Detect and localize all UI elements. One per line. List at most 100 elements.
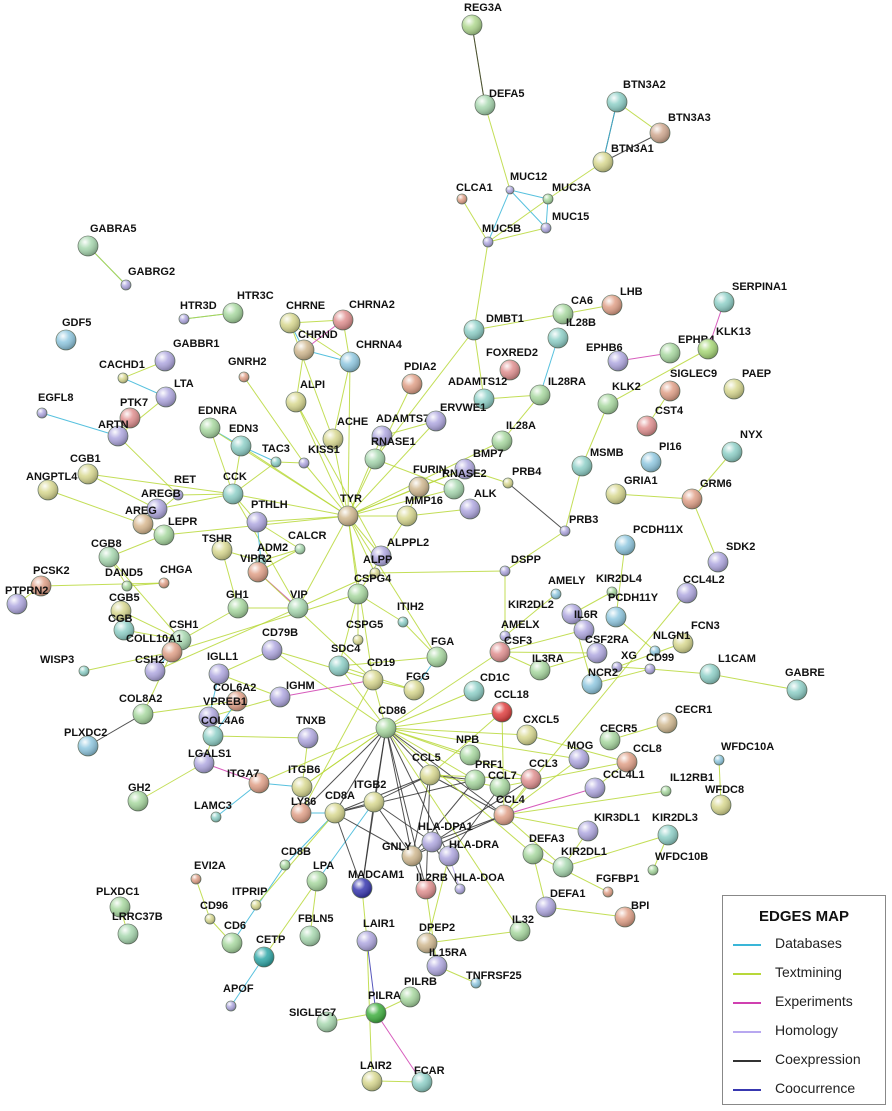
node-lamc3[interactable]: LAMC3 xyxy=(194,800,232,823)
node-calcr[interactable]: CALCR xyxy=(288,530,327,555)
node-ccl5[interactable]: CCL5 xyxy=(412,752,441,786)
node-igll1[interactable]: IGLL1 xyxy=(207,651,238,685)
node-muc3a[interactable]: MUC3A xyxy=(542,182,591,205)
node-hla-doa[interactable]: HLA-DOA xyxy=(454,872,505,895)
node-ccl4l2[interactable]: CCL4L2 xyxy=(676,574,725,604)
node-pcdh11y[interactable]: PCDH11Y xyxy=(605,592,659,628)
node-bmp7[interactable]: BMP7 xyxy=(454,448,504,480)
node-wisp3[interactable]: WISP3 xyxy=(40,654,90,677)
node-ccl18[interactable]: CCL18 xyxy=(491,689,529,723)
node-prb4[interactable]: PRB4 xyxy=(502,466,542,489)
node-xg[interactable]: XG xyxy=(611,650,637,673)
node-csf2ra[interactable]: CSF2RA xyxy=(585,634,629,664)
node-klk2[interactable]: KLK2 xyxy=(597,381,641,415)
node-dand5[interactable]: DAND5 xyxy=(105,567,143,592)
node-itga7[interactable]: ITGA7 xyxy=(227,768,270,794)
node-rnase2[interactable]: RNASE2 xyxy=(442,468,487,500)
node-nlgn1[interactable]: NLGN1 xyxy=(649,630,690,657)
node-msmb[interactable]: MSMB xyxy=(571,447,624,477)
node-prb3[interactable]: PRB3 xyxy=(559,514,598,537)
node-aregb[interactable]: AREGB xyxy=(141,488,181,520)
node-prf1[interactable]: PRF1 xyxy=(464,759,503,791)
node-cecr1[interactable]: CECR1 xyxy=(656,704,712,734)
node-cgb[interactable]: CGB xyxy=(108,613,135,641)
node-gnly[interactable]: GNLY xyxy=(382,841,423,867)
node-plxdc2[interactable]: PLXDC2 xyxy=(64,727,107,757)
node-muc12[interactable]: MUC12 xyxy=(505,171,547,195)
node-cd79b[interactable]: CD79B xyxy=(261,627,298,661)
node-defa5[interactable]: DEFA5 xyxy=(474,88,524,116)
node-gnrh2[interactable]: GNRH2 xyxy=(228,356,267,383)
node-alppl2[interactable]: ALPPL2 xyxy=(370,537,429,567)
node-kir2dl1[interactable]: KIR2DL1 xyxy=(552,846,607,878)
node-cd1c[interactable]: CD1C xyxy=(463,672,510,702)
node-mmp16[interactable]: MMP16 xyxy=(396,495,443,527)
node-grm6[interactable]: GRM6 xyxy=(681,478,732,510)
node-tnxb[interactable]: TNXB xyxy=(296,715,326,749)
node-gh1[interactable]: GH1 xyxy=(226,589,249,619)
node-pi16[interactable]: PI16 xyxy=(640,441,682,473)
node-rnase1[interactable]: RNASE1 xyxy=(364,436,416,470)
node-cd8a[interactable]: CD8A xyxy=(324,790,355,824)
node-ervwe1[interactable]: ERVWE1 xyxy=(425,402,486,432)
node-cst4[interactable]: CST4 xyxy=(636,405,684,437)
node-defa1[interactable]: DEFA1 xyxy=(535,888,585,918)
node-il28a[interactable]: IL28A xyxy=(491,420,536,452)
node-plxdc1[interactable]: PLXDC1 xyxy=(96,886,139,918)
node-ache[interactable]: ACHE xyxy=(322,416,368,450)
node-defa3[interactable]: DEFA3 xyxy=(522,833,564,865)
node-fga[interactable]: FGA xyxy=(426,636,454,668)
node-kir2dl3[interactable]: KIR2DL3 xyxy=(652,812,698,846)
node-lair2[interactable]: LAIR2 xyxy=(360,1060,392,1092)
node-lta[interactable]: LTA xyxy=(155,378,194,408)
node-gabra5[interactable]: GABRA5 xyxy=(77,223,136,257)
node-reg3a[interactable]: REG3A xyxy=(461,2,502,36)
node-pilra[interactable]: PILRA xyxy=(365,990,401,1024)
node-pcdh11x[interactable]: PCDH11X xyxy=(614,524,684,556)
node-kiss1[interactable]: KISS1 xyxy=(298,444,340,469)
node-cetp[interactable]: CETP xyxy=(253,934,285,968)
node-gdf5[interactable]: GDF5 xyxy=(55,317,91,351)
node-l1cam[interactable]: L1CAM xyxy=(699,653,756,685)
node-serpina1[interactable]: SERPINA1 xyxy=(713,281,787,313)
node-sdk2[interactable]: SDK2 xyxy=(707,541,755,573)
node-tac3[interactable]: TAC3 xyxy=(262,443,290,468)
node-cspg5[interactable]: CSPG5 xyxy=(346,619,383,646)
node-lgals1[interactable]: LGALS1 xyxy=(188,748,231,774)
node-pcsk2[interactable]: PCSK2 xyxy=(30,565,70,597)
node-muc5b[interactable]: MUC5B xyxy=(482,223,521,248)
node-furin[interactable]: FURIN xyxy=(408,464,447,498)
node-ccl4[interactable]: CCL4 xyxy=(493,794,526,826)
node-itprip[interactable]: ITPRIP xyxy=(232,886,267,911)
node-vip[interactable]: VIP xyxy=(287,589,309,619)
node-cd96[interactable]: CD96 xyxy=(200,900,228,925)
node-chrna2[interactable]: CHRNA2 xyxy=(332,299,395,331)
node-adamts7[interactable]: ADAMTS7 xyxy=(371,413,429,447)
node-foxred2[interactable]: FOXRED2 xyxy=(486,347,538,381)
node-hla-dpa1[interactable]: HLA-DPA1 xyxy=(418,821,473,853)
node-siglec9[interactable]: SIGLEC9 xyxy=(659,368,717,402)
node-cck[interactable]: CCK xyxy=(222,471,247,505)
node-htr3d[interactable]: HTR3D xyxy=(178,300,217,325)
node-ccl7[interactable]: CCL7 xyxy=(488,770,517,798)
node-cgb8[interactable]: CGB8 xyxy=(91,538,122,568)
node-gabre[interactable]: GABRE xyxy=(785,667,825,701)
node-btn3a1[interactable]: BTN3A1 xyxy=(592,143,654,173)
node-cd19[interactable]: CD19 xyxy=(362,657,395,691)
node-ccl8[interactable]: CCL8 xyxy=(616,743,662,773)
node-btn3a3[interactable]: BTN3A3 xyxy=(649,112,711,144)
node-gh2[interactable]: GH2 xyxy=(127,782,151,812)
node-cd99[interactable]: CD99 xyxy=(644,652,674,675)
node-fcar[interactable]: FCAR xyxy=(411,1065,445,1093)
node-egfl8[interactable]: EGFL8 xyxy=(36,392,73,419)
node-tyr[interactable]: TYR xyxy=(337,493,362,527)
node-pilrb[interactable]: PILRB xyxy=(399,976,437,1008)
node-lrrc37b[interactable]: LRRC37B xyxy=(112,911,163,945)
node-edn3[interactable]: EDN3 xyxy=(229,423,258,457)
node-csh2[interactable]: CSH2 xyxy=(135,654,166,682)
node-pdia2[interactable]: PDIA2 xyxy=(401,361,436,395)
node-clca1[interactable]: CLCA1 xyxy=(456,182,493,205)
node-angptl4[interactable]: ANGPTL4 xyxy=(26,471,78,501)
node-lhb[interactable]: LHB xyxy=(601,286,643,316)
node-fbln5[interactable]: FBLN5 xyxy=(298,913,333,947)
